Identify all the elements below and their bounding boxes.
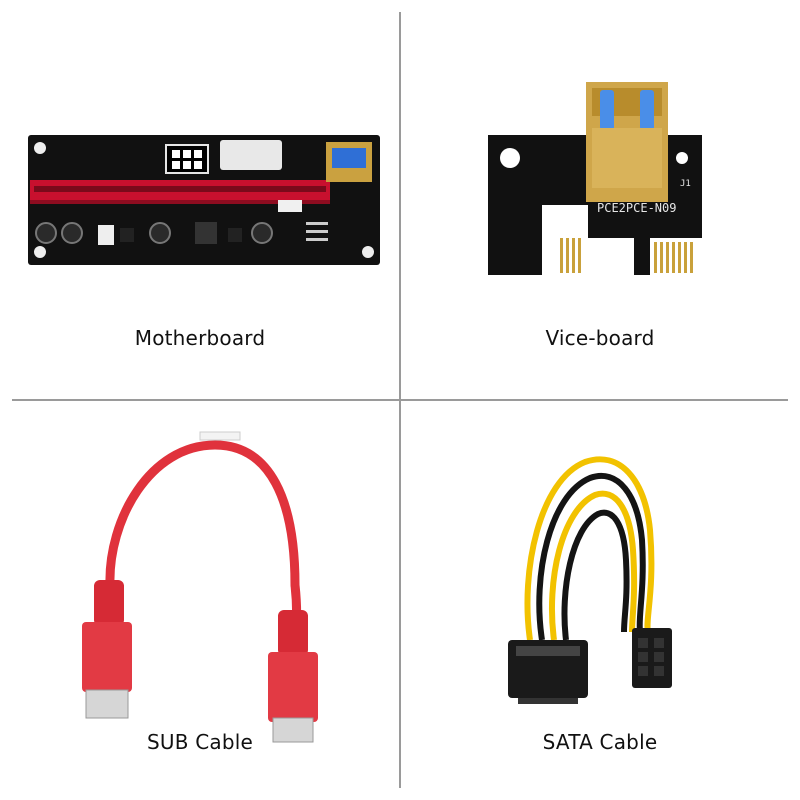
panel-caption: SUB Cable (147, 730, 253, 754)
horizontal-divider (12, 399, 788, 401)
panel-sata-cable: SATA Cable (400, 400, 800, 800)
panel-caption: SATA Cable (542, 730, 658, 754)
panel-caption: Vice-board (545, 326, 655, 350)
panel-motherboard: Motherboard (0, 0, 400, 400)
sata-cable-image (508, 456, 672, 704)
panel-vice-board: PCE2PCE-N09 J1 Vice-board (400, 0, 800, 400)
motherboard-image (28, 135, 380, 265)
panel-caption: Motherboard (134, 326, 266, 350)
vice-board-image: PCE2PCE-N09 J1 (488, 82, 702, 275)
usb-cable-image (82, 431, 318, 743)
pad-silkscreen-label: J1 (680, 179, 691, 189)
panel-sub-cable: SUB Cable (0, 400, 400, 800)
board-silkscreen-label: PCE2PCE-N09 (597, 201, 676, 215)
